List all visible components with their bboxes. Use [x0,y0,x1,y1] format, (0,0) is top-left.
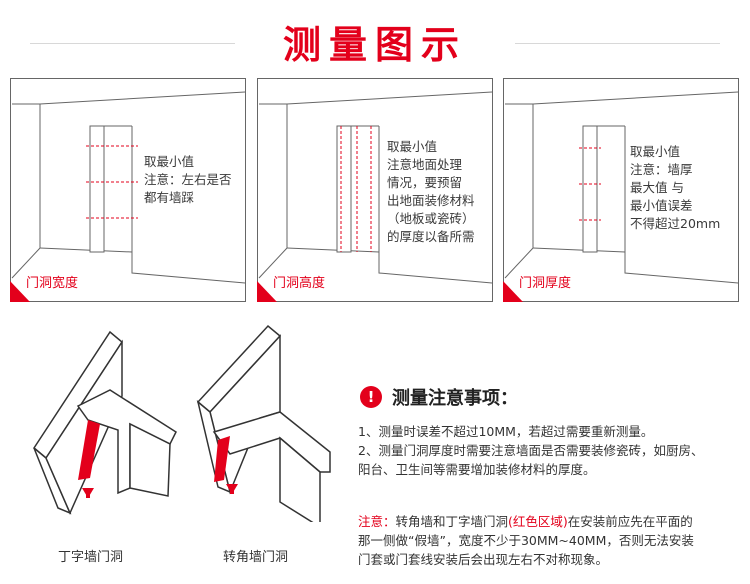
warning-icon: ! [360,386,382,408]
title-divider-left [30,43,235,44]
t-wall-diagram [30,328,200,522]
warning-line: 注意：转角墙和丁字墙门洞(红色区域)在安装前应先在平面的 [358,511,693,530]
corner-wall-diagram [190,322,340,529]
panel-label: 门洞高度 [273,276,326,291]
title-divider-right [515,43,720,44]
warning-prefix: 注意： [358,514,396,529]
note-item: 1、测量时误差不超过10MM，若超过需要重新测量。 [358,424,654,439]
notes-header: ! 测量注意事项： [360,384,518,410]
panel-door-thickness: 取最小值 注意：墙厚 最大值 与 最小值误差 不得超过20mm 门洞厚度 [503,78,739,302]
warning-text: 在安装前应先在平面的 [567,514,693,529]
note-item: 2、测量门洞厚度时需要注意墙面是否需要装修瓷砖，如厨房、 [358,443,704,458]
panel-note: 取最小值 注意地面处理 情况，要预留 出地面装修材料 （地板或瓷砖） 的厚度以备… [387,138,475,246]
warning-red-text: (红色区域) [508,514,568,529]
corner-wall-label: 转角墙门洞 [223,550,289,565]
corner-wall-sketch [196,324,331,529]
page-title: 测量图示 [282,23,467,67]
panel-note: 取最小值 注意：左右是否 都有墙踩 [144,153,232,207]
warning-line: 门套或门套线安装后会出现左右不对称现象。 [358,552,609,567]
t-wall-sketch [33,330,177,515]
panel-label: 门洞宽度 [26,276,79,291]
notes-title: 测量注意事项： [392,388,518,409]
note-item: 阳台、卫生间等需要增加装修材料的厚度。 [358,462,596,477]
warning-text: 转角墙和丁字墙门洞 [395,514,509,529]
panel-note: 取最小值 注意：墙厚 最大值 与 最小值误差 不得超过20mm [630,143,721,233]
panel-label: 门洞厚度 [519,276,572,291]
t-wall-label: 丁字墙门洞 [58,550,124,565]
panel-door-height: 取最小值 注意地面处理 情况，要预留 出地面装修材料 （地板或瓷砖） 的厚度以备… [257,78,493,302]
panel-door-width: 取最小值 注意：左右是否 都有墙踩 门洞宽度 [10,78,246,302]
warning-line: 那一侧做“假墙”，宽度不少于30MM~40MM，否则无法安装 [358,533,694,548]
